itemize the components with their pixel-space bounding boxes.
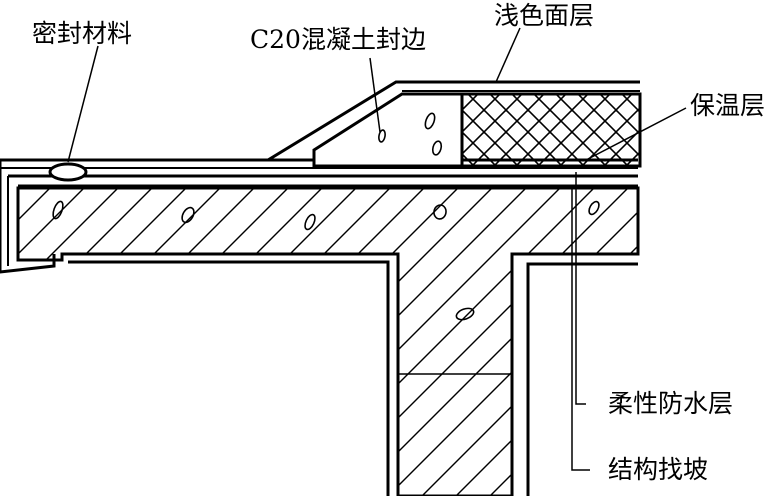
leader-sealing-material — [67, 45, 99, 163]
leader-c20-concrete — [369, 57, 381, 133]
soffit-finish-right — [526, 262, 638, 496]
aggregate-marks-slab — [52, 200, 600, 321]
c20-concrete-wedge — [312, 92, 464, 168]
light-surface-layer — [0, 80, 640, 162]
aggregate-marks-wedge — [378, 112, 443, 156]
label-flexible-waterproof-layer: 柔性防水层 — [608, 389, 733, 418]
structural-slab — [16, 186, 640, 496]
soffit-finish-left — [68, 260, 390, 496]
leader-insulation — [585, 107, 687, 161]
leader-waterproof-layer — [575, 172, 586, 405]
label-insulation-layer: 保温层 — [690, 91, 765, 120]
leader-structural-slope — [571, 186, 590, 471]
label-c20-concrete-edge: C20混凝土封边 — [250, 25, 426, 54]
leader-light-surface — [495, 27, 521, 83]
sealing-material-bead — [48, 162, 88, 182]
leader-lines — [67, 27, 687, 471]
insulation-block — [460, 92, 642, 168]
label-structural-slope: 结构找坡 — [608, 455, 708, 484]
label-sealing-material: 密封材料 — [32, 19, 132, 48]
label-light-color-surface: 浅色面层 — [494, 1, 594, 30]
